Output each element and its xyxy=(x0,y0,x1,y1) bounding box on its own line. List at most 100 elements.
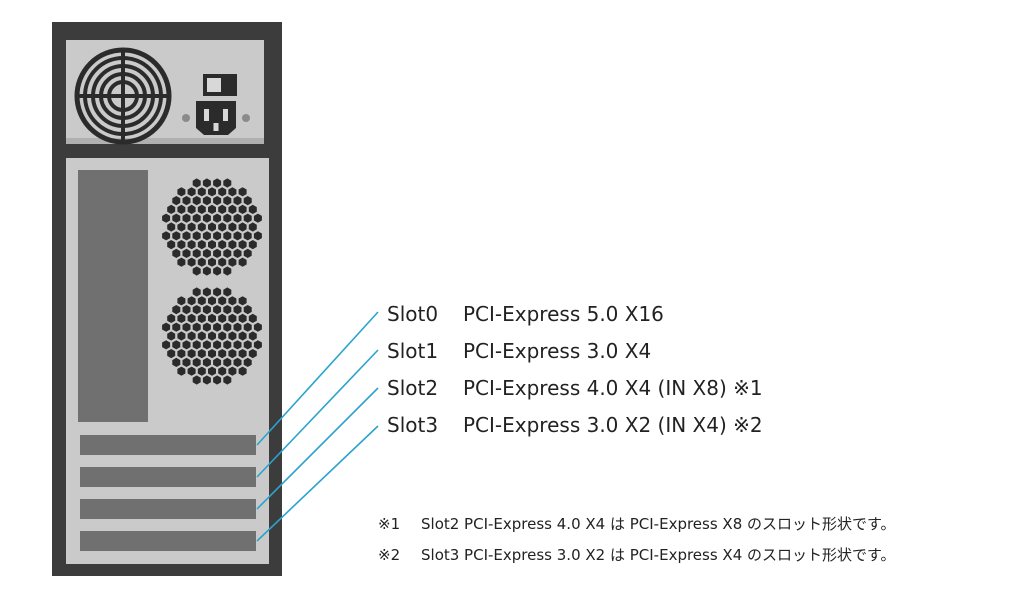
power-switch-icon xyxy=(203,74,237,96)
vent-hole xyxy=(167,240,176,250)
footnote-text: Slot3 PCI-Express 3.0 X2 は PCI-Express X… xyxy=(421,546,896,564)
vent-hole xyxy=(213,287,222,297)
vent-hole xyxy=(197,257,206,267)
footnote-mark: ※2 xyxy=(378,546,401,564)
slot-name: Slot2 xyxy=(387,376,439,400)
vent-hole xyxy=(202,340,211,350)
vent-hole xyxy=(177,187,186,197)
vent-hole xyxy=(192,305,201,315)
vent-hole xyxy=(238,222,247,232)
vent-hole xyxy=(208,331,216,341)
vent-hole xyxy=(213,213,222,223)
vent-hole xyxy=(233,248,242,258)
expansion-slot-2 xyxy=(80,499,256,519)
vent-hole xyxy=(218,240,227,250)
vent-hole xyxy=(192,213,201,223)
vent-hole xyxy=(187,349,196,359)
slot-name: Slot0 xyxy=(387,302,439,326)
vent-hole xyxy=(197,187,206,197)
vent-hole xyxy=(208,187,216,197)
vent-hole xyxy=(228,313,237,323)
vent-hole xyxy=(233,196,242,206)
vent-hole xyxy=(192,357,201,367)
vent-hole xyxy=(238,313,247,323)
vent-hole xyxy=(187,313,196,323)
vent-hole xyxy=(223,287,232,297)
vent-hole xyxy=(233,305,242,315)
leader-line-slot0 xyxy=(256,311,379,446)
vent-hole xyxy=(233,322,242,332)
vent-hole xyxy=(182,357,191,367)
vent-hole xyxy=(238,331,247,341)
vent-hole xyxy=(197,296,206,306)
expansion-slot-1 xyxy=(80,467,256,487)
vent-hole xyxy=(253,322,262,332)
vent-hole xyxy=(182,213,191,223)
vent-hole xyxy=(223,213,232,223)
vent-hole xyxy=(243,248,252,258)
vent-hole xyxy=(167,349,176,359)
vent-hole xyxy=(187,331,196,341)
slot-name: Slot3 xyxy=(387,413,439,437)
vent-hole xyxy=(202,178,211,188)
vent-hole xyxy=(208,349,216,359)
vent-hole xyxy=(177,296,186,306)
io-shield-block xyxy=(78,170,148,422)
slot-spec: PCI-Express 5.0 X16 xyxy=(463,302,664,326)
vent-hole xyxy=(208,204,216,214)
expansion-slot-0 xyxy=(80,435,256,455)
vent-hole xyxy=(218,204,227,214)
vent-hole xyxy=(228,240,237,250)
vent-hole xyxy=(187,187,196,197)
vent-hole xyxy=(172,231,181,241)
vent-hole xyxy=(187,296,196,306)
vent-hole xyxy=(172,322,181,332)
power-inlet-icon xyxy=(182,101,250,135)
vent-hole xyxy=(253,231,262,241)
vent-hole xyxy=(228,331,237,341)
vent-hole xyxy=(213,196,222,206)
slot-spec: PCI-Express 3.0 X2 (IN X4) ※2 xyxy=(463,413,763,437)
leader-line-slot3 xyxy=(256,425,379,542)
vent-hole xyxy=(172,248,181,258)
vent-hole xyxy=(248,204,257,214)
vent-hole xyxy=(238,366,247,376)
vent-hole xyxy=(182,231,191,241)
vent-hole xyxy=(238,187,247,197)
vent-hole xyxy=(218,296,227,306)
vent-hole xyxy=(228,366,237,376)
vent-hole xyxy=(162,231,171,241)
vent-hole xyxy=(228,187,237,197)
vent-hole xyxy=(192,266,201,276)
vent-hole xyxy=(177,349,186,359)
vent-hole xyxy=(223,322,232,332)
vent-hole xyxy=(243,231,252,241)
vent-hole xyxy=(187,204,196,214)
psu-shadow xyxy=(66,138,264,144)
vent-hole xyxy=(172,213,181,223)
vent-hole xyxy=(223,357,232,367)
vent-hole xyxy=(177,366,186,376)
vent-hole xyxy=(187,240,196,250)
vent-hole xyxy=(218,187,227,197)
vent-hole xyxy=(202,375,211,385)
vent-hole xyxy=(182,340,191,350)
vent-hole xyxy=(202,357,211,367)
vent-hole xyxy=(253,213,262,223)
vent-hole xyxy=(238,240,247,250)
vent-hole xyxy=(223,231,232,241)
vent-hole xyxy=(177,240,186,250)
vent-hole xyxy=(238,296,247,306)
vent-hole xyxy=(167,313,176,323)
vent-hole xyxy=(223,340,232,350)
vent-hole xyxy=(192,248,201,258)
vent-hole xyxy=(202,231,211,241)
vent-hole xyxy=(177,313,186,323)
slot-spec: PCI-Express 3.0 X4 xyxy=(463,339,652,363)
vent-hole xyxy=(213,178,222,188)
vent-hole xyxy=(167,331,176,341)
vent-hole xyxy=(243,196,252,206)
vent-hole xyxy=(248,222,257,232)
vent-hole xyxy=(213,248,222,258)
vent-hole xyxy=(172,305,181,315)
